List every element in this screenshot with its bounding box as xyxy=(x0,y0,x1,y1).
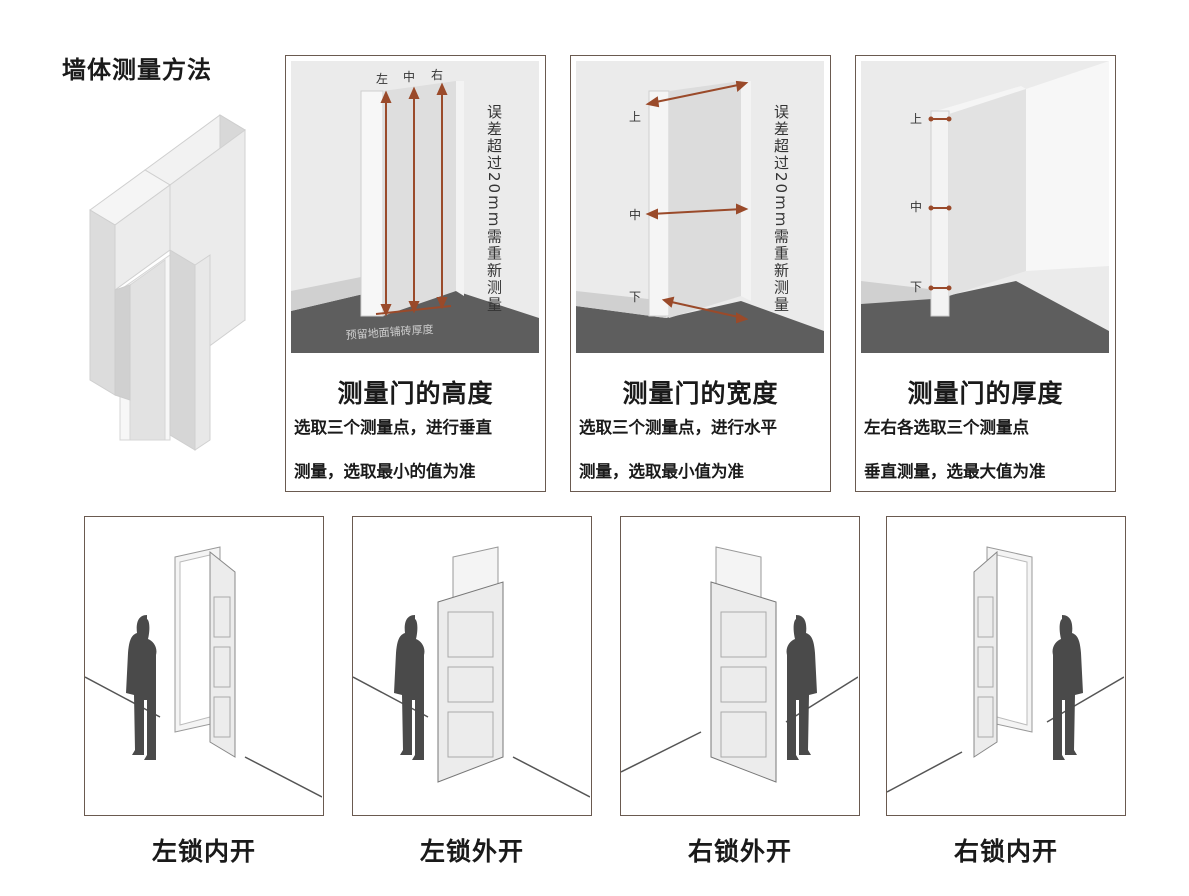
door-panel-right-lock-inward xyxy=(886,516,1126,816)
wall-isometric-illustration xyxy=(89,114,246,451)
label-left: 左 xyxy=(376,72,389,86)
error-note: 误差超过20mm需重新测量 xyxy=(485,104,503,314)
depth-measure-panel: 上 中 下 测量门的厚度 左右各选取三个测量点 垂直测量，选最大值为准 xyxy=(855,55,1116,492)
depth-measure-illustration xyxy=(861,61,1109,353)
label-middle: 中 xyxy=(629,208,642,222)
door-type-label-2: 左锁外开 xyxy=(419,837,524,866)
label-middle: 中 xyxy=(910,200,923,214)
person-silhouette xyxy=(786,615,817,760)
depth-title: 测量门的厚度 xyxy=(907,379,1064,408)
label-middle: 中 xyxy=(403,70,416,84)
height-title: 测量门的高度 xyxy=(337,379,494,408)
floor-note: 预留地面铺砖厚度 xyxy=(345,322,434,342)
door-panel-left-lock-outward xyxy=(352,516,592,816)
door-type-label-3: 右锁外开 xyxy=(687,837,792,866)
height-desc-2: 测量，选取最小的值为准 xyxy=(294,462,476,481)
person-silhouette xyxy=(1052,615,1083,760)
door-type-label-1: 左锁内开 xyxy=(151,837,256,866)
width-desc-2: 测量，选取最小值为准 xyxy=(579,462,744,481)
height-measure-illustration: 预留地面铺砖厚度 xyxy=(291,61,539,353)
height-desc-1: 选取三个测量点，进行垂直 xyxy=(294,418,492,437)
width-desc-1: 选取三个测量点，进行水平 xyxy=(579,418,777,437)
page-title: 墙体测量方法 xyxy=(62,56,212,84)
width-measure-illustration xyxy=(576,61,824,353)
left-lock-inward-illustration xyxy=(84,546,323,798)
label-bottom: 下 xyxy=(910,280,923,294)
depth-desc-1: 左右各选取三个测量点 xyxy=(864,418,1029,437)
person-silhouette xyxy=(126,615,157,760)
height-measure-panel: 预留地面铺砖厚度 左 中 右 误差超过20mm需重新测量 测量门的高度 选取三个… xyxy=(285,55,546,492)
label-right: 右 xyxy=(431,68,444,82)
door-panel-left-lock-inward xyxy=(84,516,324,816)
error-note: 误差超过20mm需重新测量 xyxy=(772,104,790,314)
width-title: 测量门的宽度 xyxy=(622,379,779,408)
label-bottom: 下 xyxy=(629,290,642,304)
label-top: 上 xyxy=(910,112,923,126)
depth-desc-2: 垂直测量，选最大值为准 xyxy=(864,462,1046,481)
right-lock-inward-illustration xyxy=(886,546,1125,793)
right-lock-outward-illustration xyxy=(620,546,859,783)
door-panel-right-lock-outward xyxy=(620,516,860,816)
width-measure-panel: 上 中 下 误差超过20mm需重新测量 测量门的宽度 选取三个测量点，进行水平 … xyxy=(570,55,831,492)
label-top: 上 xyxy=(629,110,642,124)
left-lock-outward-illustration xyxy=(352,546,591,798)
person-silhouette xyxy=(394,615,425,760)
door-type-label-4: 右锁内开 xyxy=(953,837,1058,866)
